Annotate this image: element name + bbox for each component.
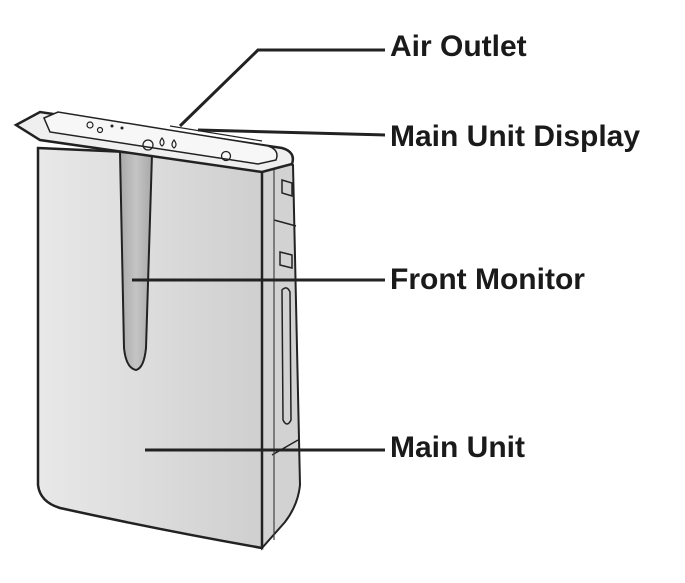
side-vent-upper — [281, 178, 293, 198]
side-seam-bottom — [271, 439, 299, 456]
label-main-unit-display: Main Unit Display — [390, 120, 641, 153]
side-vent-lower — [279, 251, 293, 269]
side-seam-top — [273, 219, 297, 227]
side-slot — [281, 287, 292, 425]
label-main-unit: Main Unit — [390, 431, 525, 464]
display-indicator-icon — [120, 126, 124, 130]
front-monitor-strip — [118, 150, 154, 372]
air-outlet-rim — [169, 125, 263, 142]
display-button-icon — [142, 139, 154, 151]
main-unit-body — [36, 146, 264, 550]
leader-line-air-outlet — [178, 48, 385, 128]
display-indicator-icon — [96, 126, 104, 134]
label-air-outlet: Air Outlet — [390, 30, 527, 63]
label-front-monitor: Front Monitor — [390, 263, 585, 296]
leader-line-main-unit-display — [197, 128, 386, 137]
display-panel — [43, 111, 278, 165]
power-button-icon — [220, 150, 232, 162]
display-indicator-icon — [86, 121, 94, 129]
side-panel — [261, 156, 302, 551]
droplet-icon — [171, 139, 177, 149]
display-indicator-icon — [110, 124, 114, 128]
droplet-icon — [159, 137, 165, 147]
